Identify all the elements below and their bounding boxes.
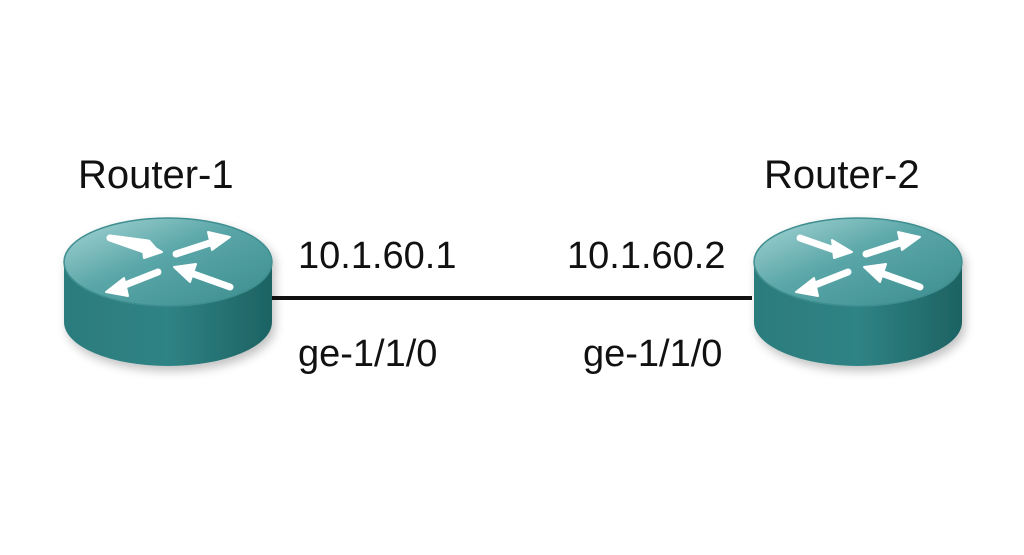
router-2-name: Router-2: [764, 153, 920, 197]
router-2-interface: ge-1/1/0: [583, 333, 723, 375]
router-1-interface: ge-1/1/0: [298, 333, 438, 375]
router-2-ip-address: 10.1.60.2: [567, 235, 726, 277]
router-1-name: Router-1: [78, 153, 234, 197]
router-1-icon[interactable]: [63, 217, 273, 366]
router-2-icon[interactable]: [753, 217, 963, 366]
router-arrows-icon: [795, 231, 924, 297]
router-arrows-icon: [105, 231, 234, 297]
router-1-ip-address: 10.1.60.1: [298, 235, 457, 277]
